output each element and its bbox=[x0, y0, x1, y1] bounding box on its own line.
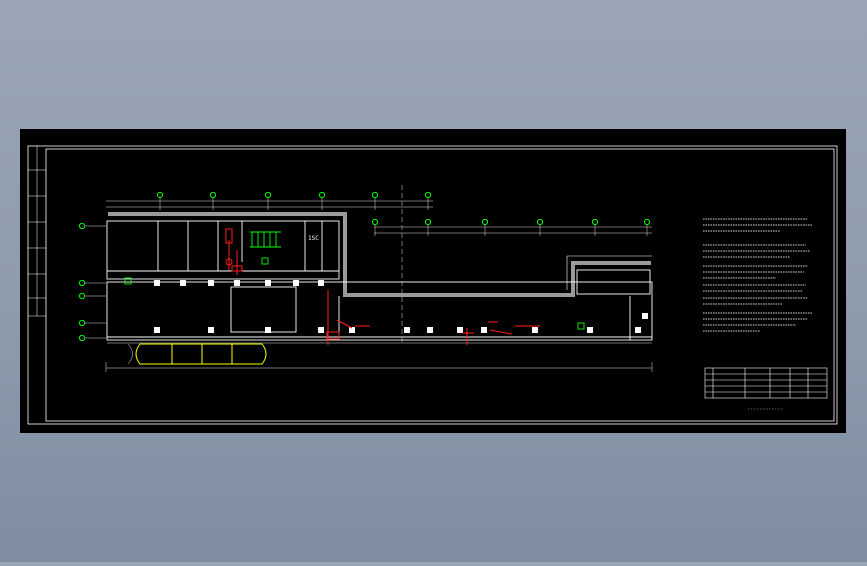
column bbox=[349, 327, 355, 333]
grid-bubble bbox=[591, 218, 599, 226]
sheet-frame-inner bbox=[45, 148, 835, 422]
grid-bubble bbox=[78, 279, 86, 287]
column bbox=[318, 280, 324, 286]
sheet-frame-outer bbox=[27, 145, 838, 425]
room-label-1sc: 1SC bbox=[308, 235, 319, 242]
building-walls bbox=[106, 212, 653, 344]
drawing-sheet bbox=[20, 129, 846, 433]
column bbox=[180, 280, 186, 286]
grid-bubble bbox=[156, 191, 164, 199]
grid-bubble bbox=[78, 222, 86, 230]
equipment-markers bbox=[225, 228, 540, 345]
column bbox=[481, 327, 487, 333]
general-notes bbox=[703, 218, 812, 332]
column bbox=[318, 327, 324, 333]
grid-bubble bbox=[643, 218, 651, 226]
column bbox=[427, 327, 433, 333]
vehicle-rail bbox=[127, 343, 267, 365]
grid-bubble bbox=[264, 191, 272, 199]
grid-bubble bbox=[371, 191, 379, 199]
bottom-dimension-lines bbox=[105, 362, 653, 372]
grid-bubble bbox=[536, 218, 544, 226]
grid-bubble bbox=[424, 191, 432, 199]
grid-axis-bubbles-left bbox=[78, 222, 106, 342]
column bbox=[265, 280, 271, 286]
grid-bubble bbox=[78, 334, 86, 342]
grid-bubble bbox=[209, 191, 217, 199]
column bbox=[154, 327, 160, 333]
column bbox=[234, 280, 240, 286]
column bbox=[532, 327, 538, 333]
column bbox=[208, 280, 214, 286]
grid-bubble bbox=[424, 218, 432, 226]
column bbox=[587, 327, 593, 333]
grid-bubble bbox=[318, 191, 326, 199]
grid-bubble bbox=[371, 218, 379, 226]
title-block bbox=[704, 367, 828, 410]
green-symbols bbox=[124, 231, 585, 330]
top-dimension-lines bbox=[106, 185, 652, 345]
column bbox=[208, 327, 214, 333]
grid-axis-bubbles-top bbox=[156, 191, 651, 236]
column bbox=[635, 327, 641, 333]
column bbox=[404, 327, 410, 333]
grid-bubble bbox=[78, 319, 86, 327]
column bbox=[293, 280, 299, 286]
column bbox=[265, 327, 271, 333]
column bbox=[642, 313, 648, 319]
structural-columns bbox=[154, 280, 648, 333]
grid-bubble bbox=[481, 218, 489, 226]
grid-bubble bbox=[78, 292, 86, 300]
column bbox=[154, 280, 160, 286]
binding-strip bbox=[28, 146, 46, 317]
column bbox=[457, 327, 463, 333]
